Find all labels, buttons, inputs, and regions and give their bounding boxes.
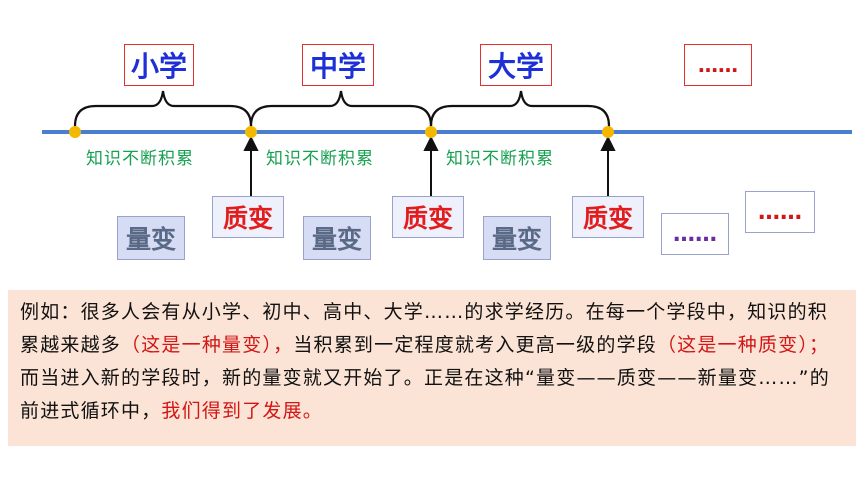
more-quantitative-box: ……	[661, 213, 729, 255]
quantitative-label: 量变	[125, 225, 176, 254]
accumulation-label-1: 知识不断积累	[86, 149, 194, 169]
qualitative-label: 质变	[222, 204, 273, 233]
stage-label: 中学	[309, 50, 366, 83]
stage-label: 大学	[487, 50, 544, 83]
brace-primary	[73, 90, 253, 128]
qualitative-label: 质变	[402, 204, 453, 233]
more-dots: ……	[758, 199, 802, 225]
stage-box-university: 大学	[480, 44, 552, 86]
brace-arrow-layer	[73, 90, 616, 196]
stage-box-middle: 中学	[302, 44, 374, 86]
quantitative-change-box: 量变	[483, 216, 551, 260]
qualitative-change-box: 质变	[572, 196, 644, 238]
note-text: 而当进入新的学段时，新的量变就又开始了。正是在这种“量变——质变——新量变……”…	[20, 367, 830, 422]
accumulation-label-3: 知识不断积累	[446, 149, 554, 169]
arrow-3-head	[600, 135, 616, 151]
arrow-2-head	[423, 135, 439, 151]
note-text: 当积累到一定程度就考入更高一级的学段	[293, 334, 657, 356]
note-text: 例如：很多人会有从小学、初中、高中、大学……的求学经历。在每一个学段中，知识的积…	[20, 301, 829, 356]
note-conclusion-highlight: 我们得到了发展。	[161, 400, 324, 422]
accumulation-label-2: 知识不断积累	[266, 149, 374, 169]
timeline-node	[69, 126, 81, 138]
quantitative-change-box: 量变	[303, 216, 371, 260]
quantitative-label: 量变	[491, 225, 542, 254]
timeline-node	[245, 126, 257, 138]
timeline-node	[602, 126, 614, 138]
example-note: 例如：很多人会有从小学、初中、高中、大学……的求学经历。在每一个学段中，知识的积…	[8, 290, 856, 446]
more-qualitative-box: ……	[745, 191, 815, 233]
stage-more-dots: ……	[698, 53, 738, 77]
qualitative-change-box: 质变	[212, 196, 284, 238]
qualitative-label: 质变	[582, 204, 633, 233]
stage-box-more: ……	[684, 44, 752, 86]
more-dots: ……	[673, 221, 717, 247]
timeline-node	[425, 126, 437, 138]
note-qualitative-highlight: （这是一种质变）；	[656, 334, 830, 356]
stage-box-primary: 小学	[124, 44, 194, 86]
quantitative-change-box: 量变	[117, 216, 185, 260]
brace-university	[429, 90, 611, 128]
arrow-1-head	[243, 135, 259, 151]
brace-middle	[249, 90, 433, 128]
timeline-axis	[42, 130, 852, 134]
stage-label: 小学	[130, 50, 187, 83]
quantitative-label: 量变	[311, 225, 362, 254]
note-quantitative-highlight: （这是一种量变），	[121, 334, 294, 356]
qualitative-change-box: 质变	[392, 196, 464, 238]
